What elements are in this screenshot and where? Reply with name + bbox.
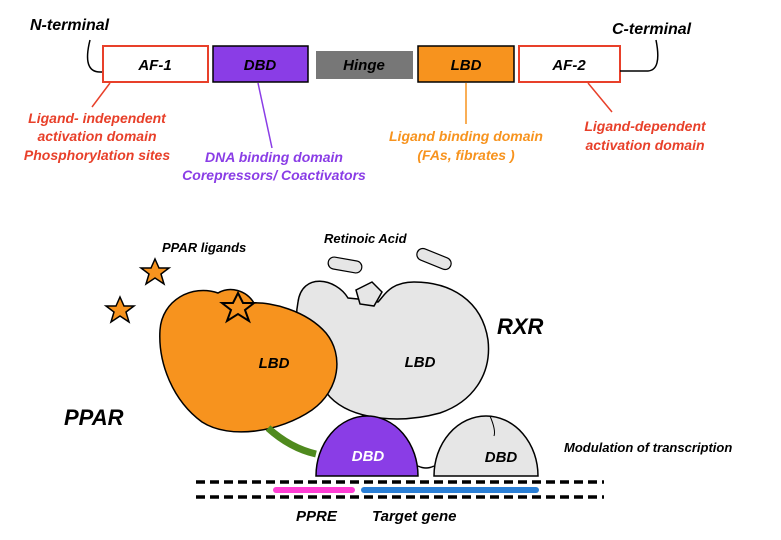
af1-desc-1: Ligand- independent: [28, 110, 167, 126]
ppar-dbd-shape: [315, 415, 419, 477]
lbd-desc-2: (FAs, fibrates ): [417, 147, 515, 163]
modulation-label: Modulation of transcription: [564, 440, 732, 455]
rxr-label: RXR: [497, 314, 544, 339]
rxr-dbd-label: DBD: [485, 449, 518, 466]
hinge-label: Hinge: [343, 57, 385, 74]
af1-box: [102, 45, 209, 83]
retinoic-acid-molecule: [327, 256, 363, 274]
ppar-hinge: [265, 425, 317, 458]
ppar-label: PPAR: [64, 405, 124, 430]
lbd-label: LBD: [451, 57, 482, 74]
retinoic-acid-label: Retinoic Acid: [324, 231, 408, 246]
ppar-lbd-label: LBD: [259, 355, 290, 372]
ppar-ligands-label: PPAR ligands: [162, 240, 246, 255]
star-icon: [219, 290, 257, 324]
n-terminal-label: N-terminal: [30, 17, 110, 34]
af1-desc-3: Phosphorylation sites: [24, 147, 170, 163]
ppar-dbd-label: DBD: [352, 448, 385, 465]
c-terminal-label: C-terminal: [612, 21, 692, 38]
lbd-box: [417, 45, 515, 83]
rxr-lbd-shape: [295, 280, 490, 420]
dbd-desc-1: DNA binding domain: [205, 149, 343, 165]
af1-label: AF-1: [137, 57, 171, 74]
rxr-linker: [489, 415, 495, 437]
af1-pointer: [91, 82, 111, 108]
rxr-dbd-shape: [433, 415, 539, 477]
retinoic-acid-molecule: [416, 247, 452, 271]
dbd-pointer: [257, 82, 273, 149]
ppar-lbd-shape: [159, 288, 338, 433]
rxr-lbd-label: LBD: [405, 354, 436, 371]
lbd-desc-1: Ligand binding domain: [389, 128, 543, 144]
af1-desc-2: activation domain: [37, 128, 156, 144]
dbd-linker: [417, 465, 435, 469]
af2-desc-1: Ligand-dependent: [584, 118, 707, 134]
star-icon: [138, 257, 172, 286]
af2-pointer: [587, 82, 613, 113]
dbd-box: [212, 45, 309, 83]
bound-retinoic-acid: [355, 281, 383, 307]
hinge-box: [316, 51, 413, 79]
dbd-label: DBD: [244, 57, 277, 74]
c-terminal-tail: [620, 39, 659, 72]
af2-desc-2: activation domain: [585, 137, 704, 153]
ppre-label: PPRE: [296, 508, 338, 525]
af2-box: [518, 45, 621, 83]
af2-label: AF-2: [551, 57, 586, 74]
star-icon: [103, 295, 137, 324]
n-terminal-tail: [86, 39, 103, 73]
target-gene-label: Target gene: [372, 508, 456, 525]
dbd-desc-2: Corepressors/ Coactivators: [182, 167, 366, 183]
